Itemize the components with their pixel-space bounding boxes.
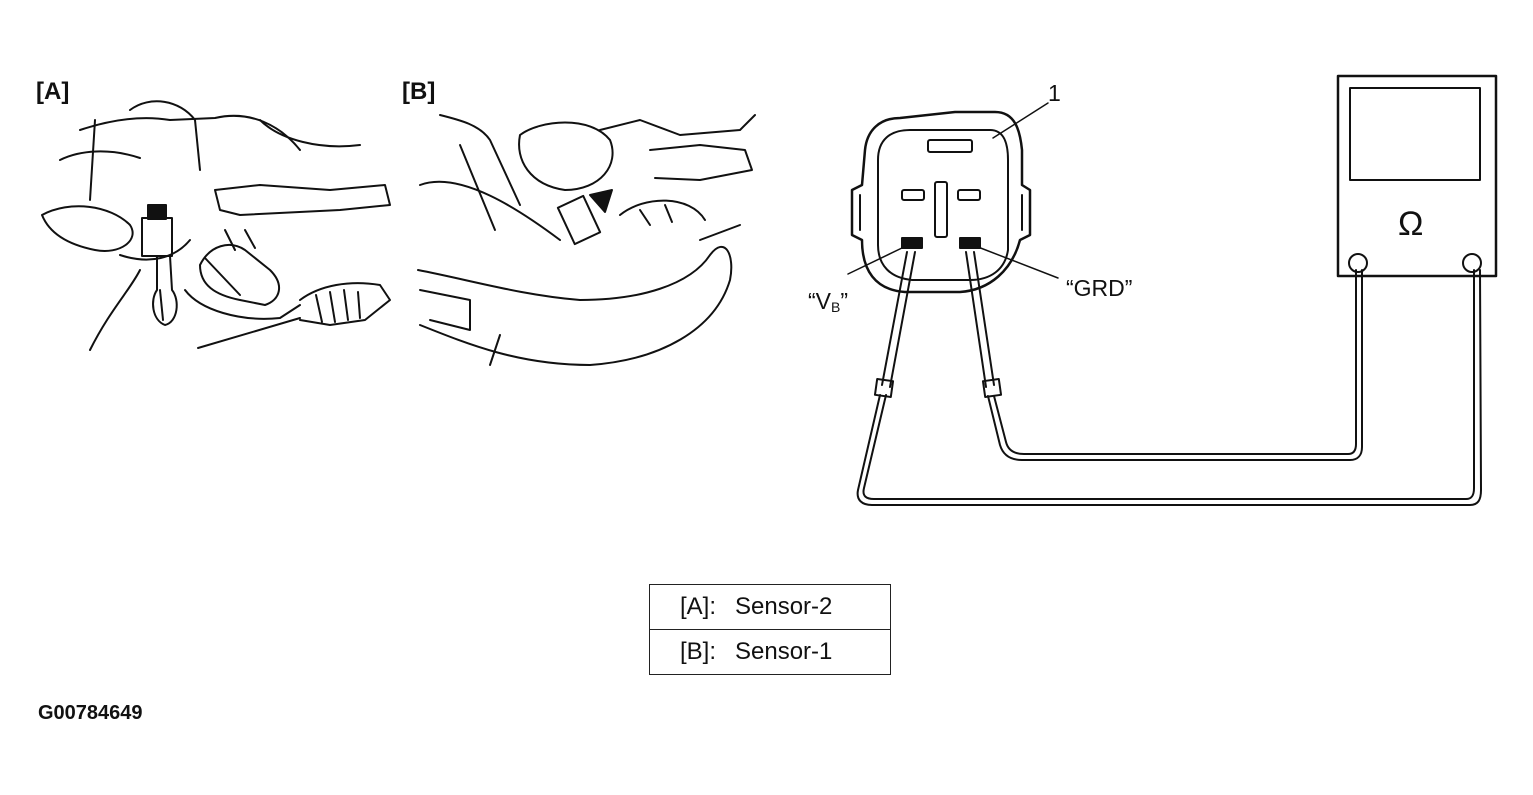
panel-a-illustration: [41, 100, 391, 351]
legend-key: [B]:: [680, 638, 717, 665]
figure-id: G00784649: [38, 702, 143, 724]
panel-b-illustration: [417, 114, 756, 366]
test-leads: [856, 251, 1482, 506]
legend-table: [A]: Sensor-2 [B]: Sensor-1: [649, 584, 891, 675]
legend-row: [B]: Sensor-1: [650, 629, 890, 674]
callout-vb-terminal: “VB”: [808, 288, 848, 315]
panel-b-label: [B]: [402, 78, 436, 105]
legend-value: Sensor-1: [735, 638, 833, 665]
legend-row: [A]: Sensor-2: [650, 585, 890, 629]
connector-illustration: [847, 102, 1059, 294]
vb-suffix: ”: [840, 288, 849, 314]
legend-value: Sensor-2: [735, 593, 833, 620]
callout-connector-1: 1: [1048, 80, 1061, 106]
callout-grd-terminal: “GRD”: [1066, 275, 1133, 301]
vb-subscript: B: [831, 299, 841, 315]
ohm-symbol: Ω: [1398, 205, 1424, 243]
ohmmeter-illustration: [1336, 74, 1498, 278]
vb-prefix: “V: [808, 288, 831, 314]
panel-a-label: [A]: [36, 78, 70, 105]
legend-key: [A]:: [680, 593, 717, 620]
